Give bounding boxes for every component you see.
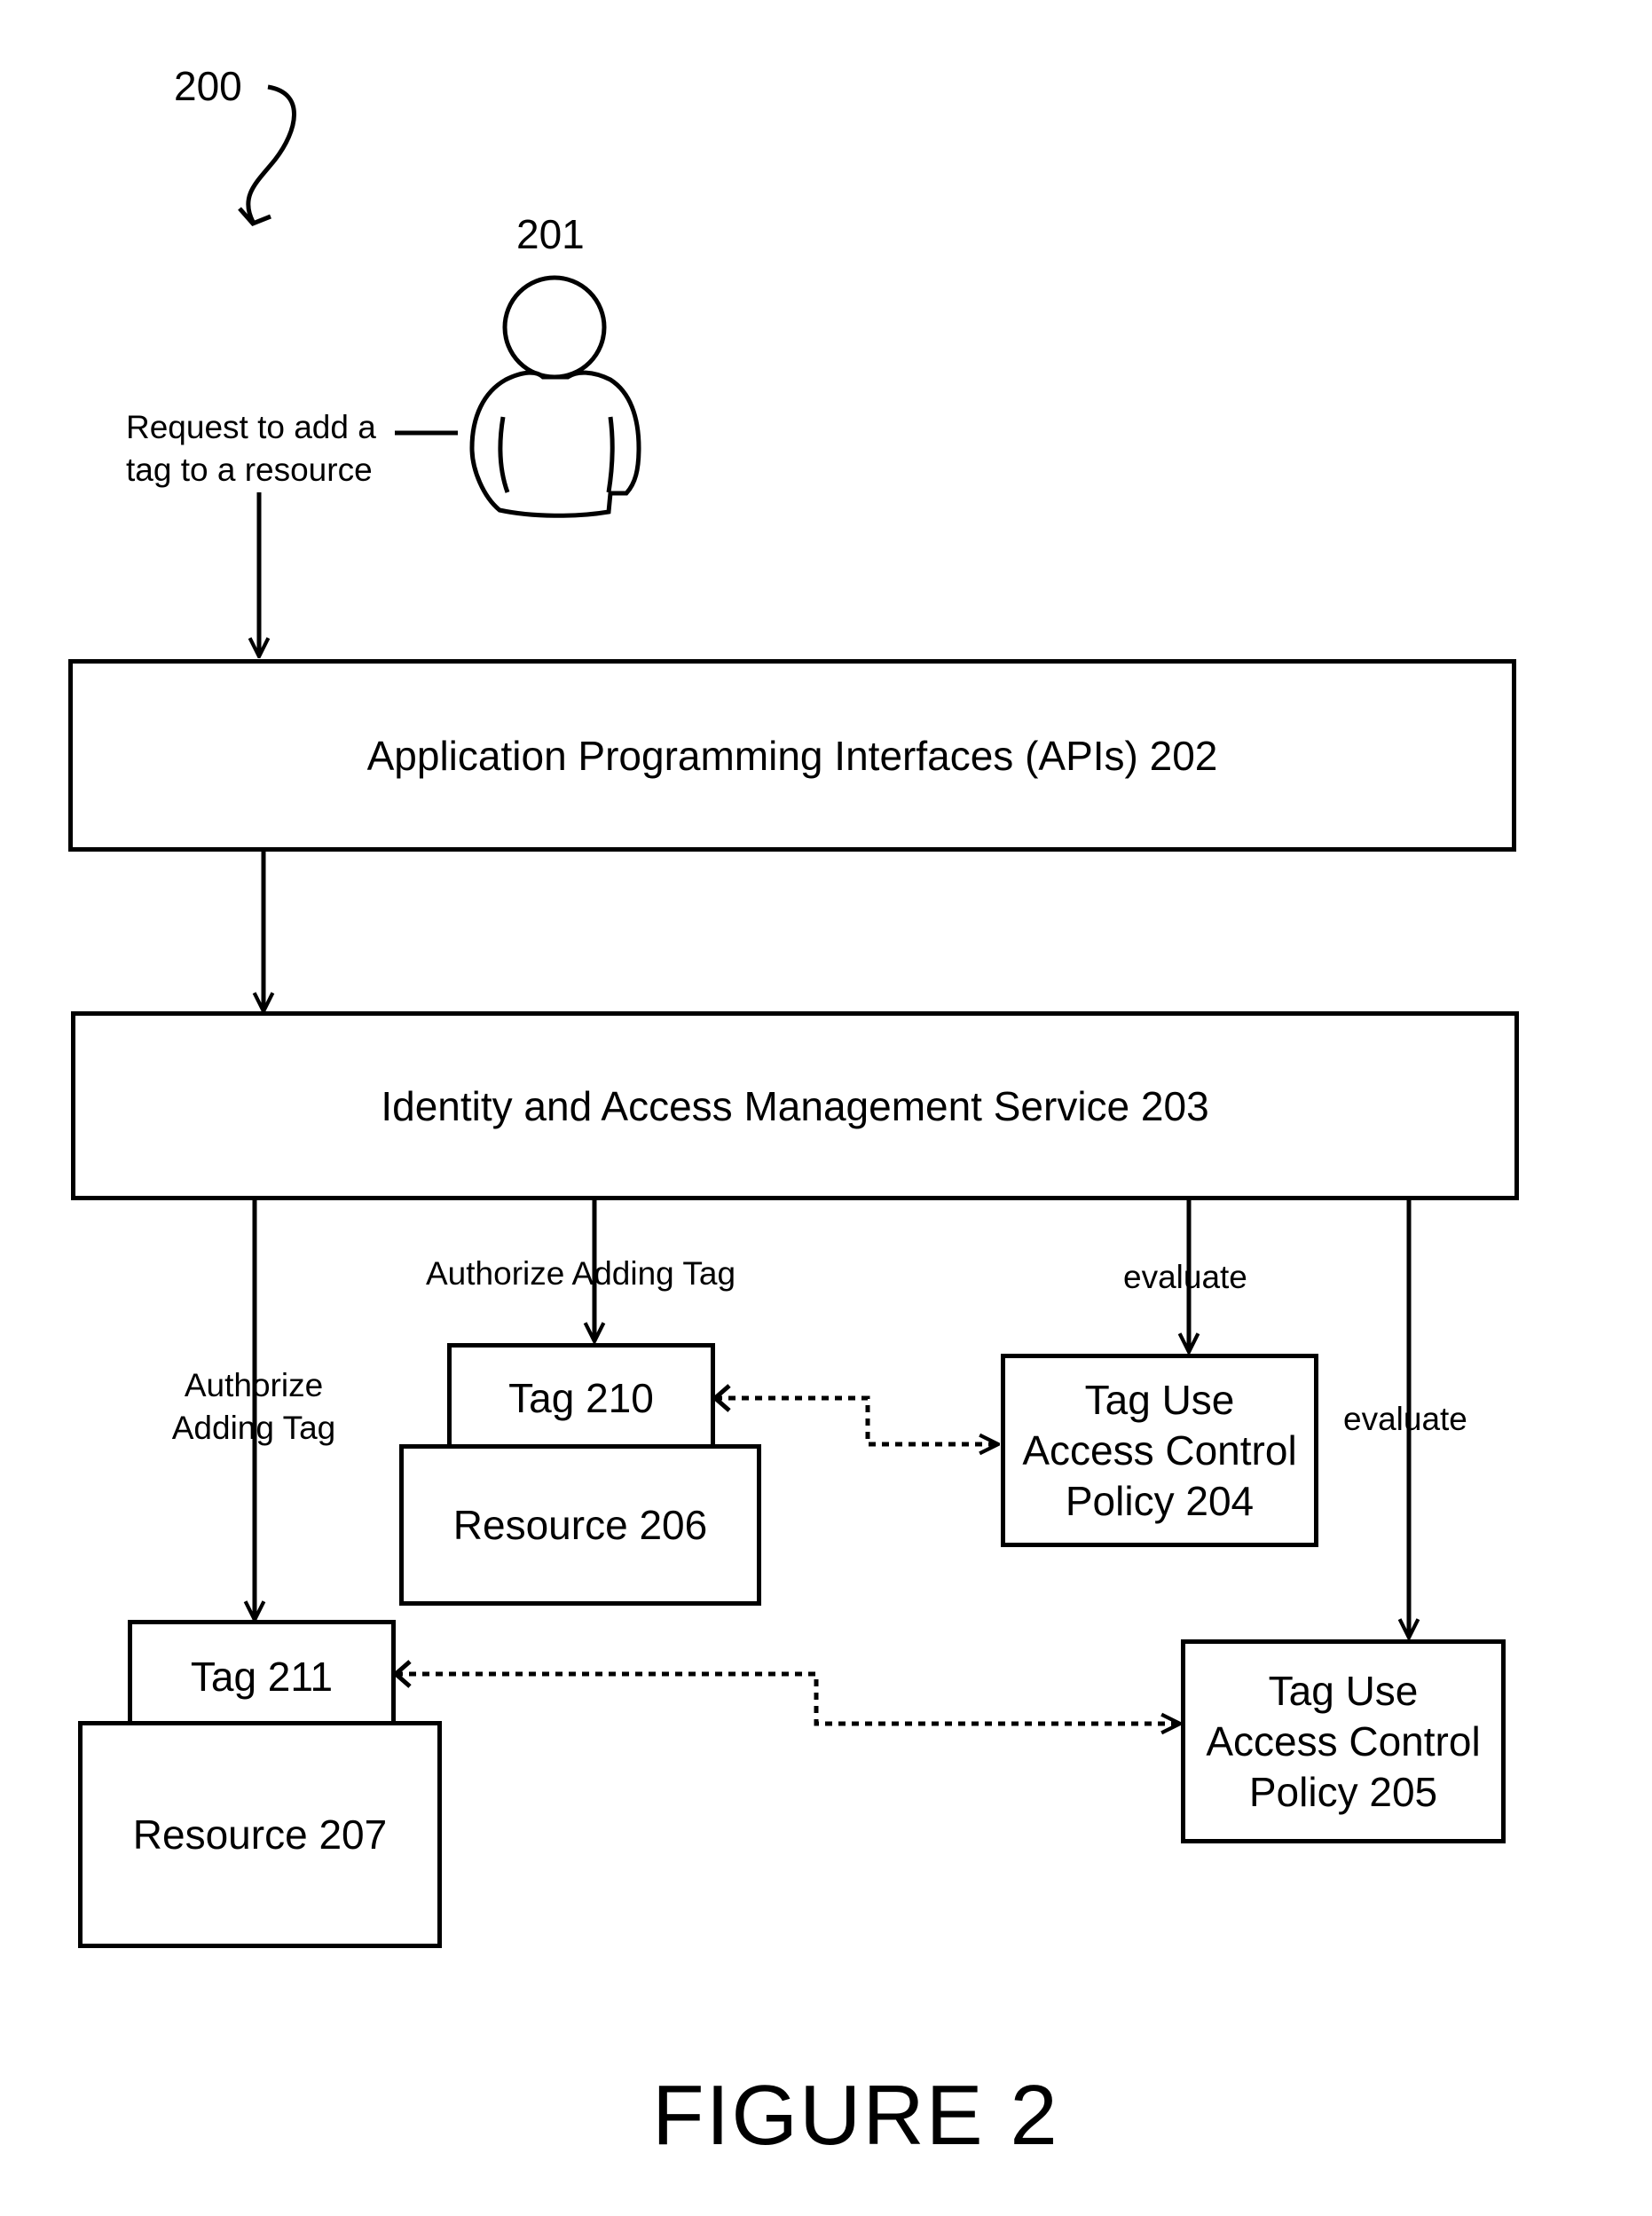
request-label: Request to add a tag to a resource	[126, 406, 401, 491]
resource-206-label: Resource 206	[453, 1501, 707, 1549]
ref-200-arrowhead	[240, 208, 271, 224]
figure-caption: FIGURE 2	[652, 2067, 1059, 2165]
edge-label-authorize-tag-211: Authorize Adding Tag	[160, 1364, 348, 1450]
edge-label-evaluate-204: evaluate	[1123, 1256, 1247, 1299]
policy-205-line3: Policy 205	[1249, 1767, 1437, 1818]
policy-204-box: Tag Use Access Control Policy 204	[1001, 1354, 1318, 1547]
apis-box: Application Programming Interfaces (APIs…	[68, 659, 1516, 852]
tag-211-box: Tag 211	[128, 1620, 396, 1729]
iam-box: Identity and Access Management Service 2…	[71, 1011, 1519, 1200]
policy-205-box: Tag Use Access Control Policy 205	[1181, 1639, 1506, 1843]
user-icon	[472, 278, 639, 515]
resource-207-box: Resource 207	[78, 1721, 442, 1948]
ref-200-leader	[248, 87, 295, 222]
edge-label-authorize-tag-210: Authorize Adding Tag	[426, 1253, 736, 1295]
policy-205-line2: Access Control	[1206, 1717, 1480, 1767]
ref-200-label: 200	[174, 62, 242, 110]
policy-204-line2: Access Control	[1022, 1426, 1296, 1476]
policy-204-line3: Policy 204	[1066, 1476, 1254, 1527]
edge-label-evaluate-205: evaluate	[1343, 1398, 1467, 1441]
ref-201-label: 201	[516, 210, 585, 258]
tag-210-box: Tag 210	[447, 1343, 715, 1452]
dotted-link-tag-211-policy-205	[396, 1674, 1180, 1724]
resource-206-box: Resource 206	[399, 1444, 761, 1606]
tag-211-label: Tag 211	[191, 1653, 333, 1701]
policy-205-line1: Tag Use	[1269, 1666, 1419, 1717]
dotted-link-tag-210-policy-204	[715, 1398, 998, 1444]
resource-207-label: Resource 207	[133, 1811, 387, 1858]
apis-box-label: Application Programming Interfaces (APIs…	[367, 732, 1218, 780]
policy-204-line1: Tag Use	[1085, 1375, 1235, 1426]
tag-210-label: Tag 210	[508, 1374, 654, 1422]
iam-box-label: Identity and Access Management Service 2…	[381, 1082, 1208, 1130]
